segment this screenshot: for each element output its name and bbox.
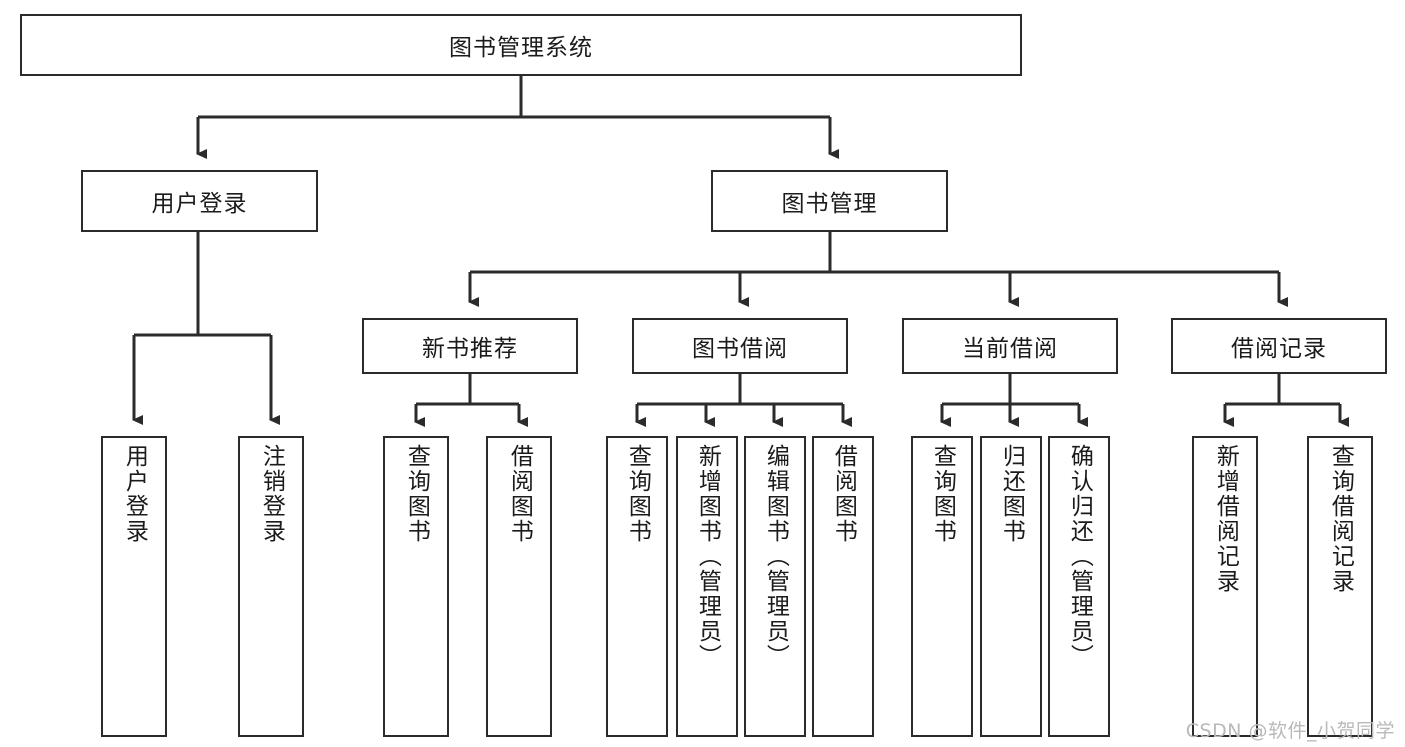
- node-leaf-borrow-book-2-label: 借阅图书: [830, 444, 857, 544]
- node-leaf-borrow-book-1-label: 借阅图书: [506, 444, 533, 544]
- node-leaf-add-book-label: 新增图书（管理员）: [694, 444, 721, 669]
- node-leaf-add-record[interactable]: 新增借阅记录: [1192, 436, 1258, 737]
- node-user-login-label: 用户登录: [151, 191, 248, 217]
- node-leaf-query-book-3[interactable]: 查询图书: [911, 436, 973, 737]
- node-book-borrow-label: 图书借阅: [692, 336, 788, 362]
- csdn-watermark: CSDN @软件_小贺同学: [1185, 720, 1395, 742]
- node-leaf-user-login-label: 用户登录: [121, 444, 148, 544]
- node-root-label: 图书管理系统: [449, 35, 593, 61]
- node-book-manage-label: 图书管理: [781, 191, 878, 217]
- node-book-borrow[interactable]: 图书借阅: [632, 318, 848, 374]
- node-leaf-query-book-2-label: 查询图书: [624, 444, 651, 544]
- node-book-manage[interactable]: 图书管理: [711, 170, 948, 232]
- node-new-book-rec[interactable]: 新书推荐: [362, 318, 578, 374]
- node-leaf-return-book[interactable]: 归还图书: [980, 436, 1042, 737]
- node-leaf-add-book[interactable]: 新增图书（管理员）: [676, 436, 738, 737]
- node-leaf-user-login[interactable]: 用户登录: [101, 436, 167, 737]
- node-leaf-confirm-return[interactable]: 确认归还（管理员）: [1048, 436, 1110, 737]
- node-leaf-confirm-return-label: 确认归还（管理员）: [1066, 444, 1093, 669]
- node-user-login[interactable]: 用户登录: [81, 170, 318, 232]
- node-leaf-query-book-2[interactable]: 查询图书: [606, 436, 668, 737]
- node-leaf-borrow-book-2[interactable]: 借阅图书: [812, 436, 874, 737]
- node-leaf-query-record-label: 查询借阅记录: [1327, 444, 1354, 594]
- node-new-book-rec-label: 新书推荐: [422, 336, 518, 362]
- node-leaf-logout-login[interactable]: 注销登录: [238, 436, 304, 737]
- node-current-borrow[interactable]: 当前借阅: [902, 318, 1118, 374]
- node-borrow-record-label: 借阅记录: [1231, 336, 1327, 362]
- node-leaf-add-record-label: 新增借阅记录: [1212, 444, 1239, 594]
- node-leaf-edit-book[interactable]: 编辑图书（管理员）: [744, 436, 806, 737]
- node-leaf-query-book-3-label: 查询图书: [929, 444, 956, 544]
- node-borrow-record[interactable]: 借阅记录: [1171, 318, 1387, 374]
- node-leaf-query-record[interactable]: 查询借阅记录: [1307, 436, 1373, 737]
- node-leaf-edit-book-label: 编辑图书（管理员）: [762, 444, 789, 669]
- node-leaf-logout-login-label: 注销登录: [258, 444, 285, 544]
- node-root[interactable]: 图书管理系统: [20, 14, 1022, 76]
- node-current-borrow-label: 当前借阅: [962, 336, 1058, 362]
- node-leaf-return-book-label: 归还图书: [998, 444, 1025, 544]
- node-leaf-query-book-1[interactable]: 查询图书: [383, 436, 449, 737]
- node-leaf-borrow-book-1[interactable]: 借阅图书: [486, 436, 552, 737]
- node-leaf-query-book-1-label: 查询图书: [403, 444, 430, 544]
